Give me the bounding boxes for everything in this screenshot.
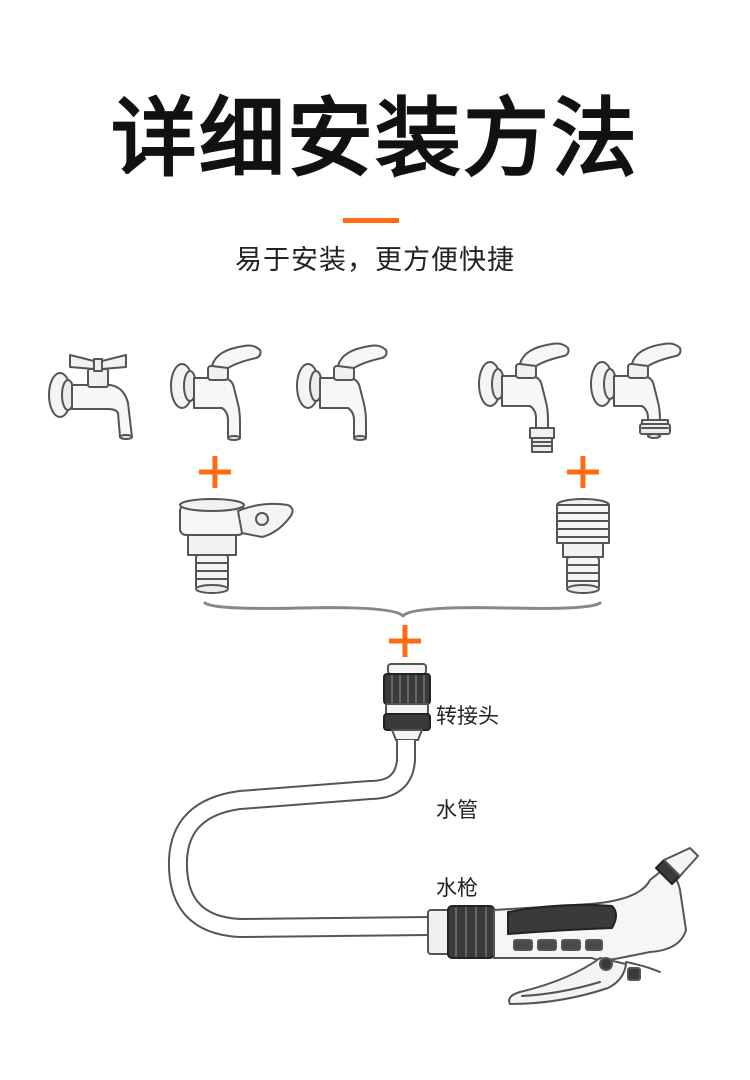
connector-icon (383, 663, 431, 741)
faucet-icon (590, 342, 682, 439)
adapter-icon (556, 498, 610, 594)
page-title: 详细安装方法 (111, 89, 639, 189)
faucet-icon (478, 342, 570, 453)
plus-icon (199, 456, 231, 488)
adapter-icon (179, 498, 294, 594)
spray-gun-icon (427, 847, 699, 1005)
faucet-icon (170, 344, 262, 441)
connector-label: 转接头 (436, 704, 499, 728)
page-subtitle: 易于安装，更方便快捷 (235, 245, 515, 276)
faucet-icon (296, 344, 388, 441)
gun-label: 水枪 (436, 876, 478, 900)
plus-icon (389, 625, 421, 657)
faucet-icon (48, 354, 133, 440)
brace-line (203, 601, 602, 618)
hose-label: 水管 (436, 798, 478, 822)
plus-icon (567, 456, 599, 488)
hose-icon (167, 740, 431, 938)
accent-divider (343, 218, 399, 223)
